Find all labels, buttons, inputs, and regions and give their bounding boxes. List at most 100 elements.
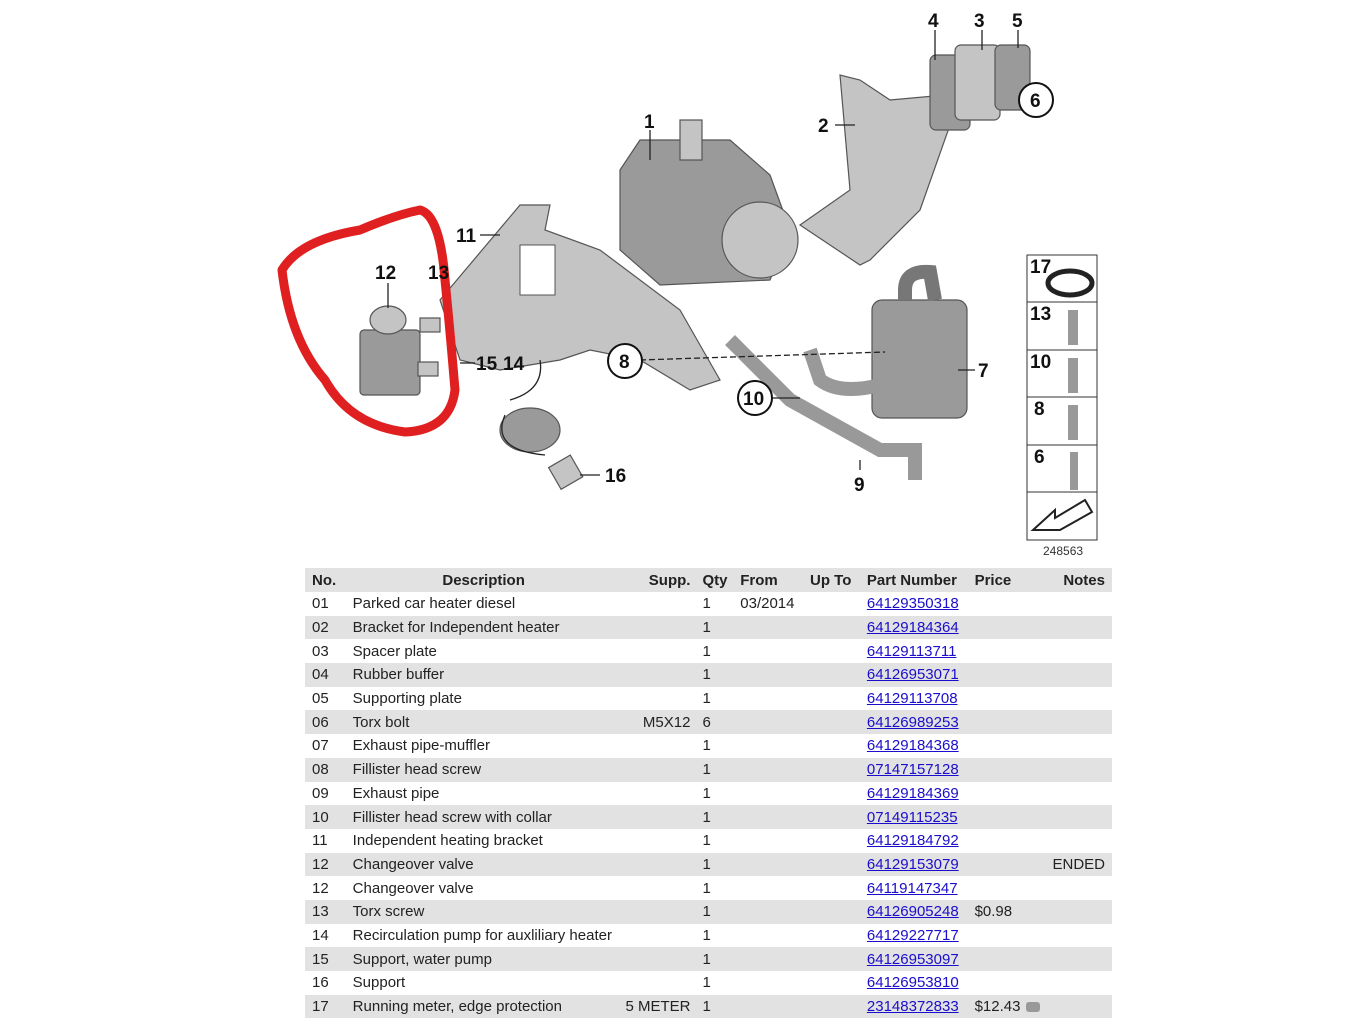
row-price bbox=[970, 615, 1049, 640]
part-number-link[interactable]: 64129184364 bbox=[866, 619, 959, 637]
part-number-link[interactable]: 64126953810 bbox=[866, 974, 959, 992]
row-supp bbox=[618, 663, 699, 687]
row-part-number: 23148372833 bbox=[862, 994, 971, 1019]
part-number-link[interactable]: 07149115235 bbox=[866, 808, 958, 826]
legend-17: 17 bbox=[1030, 257, 1051, 278]
row-upto bbox=[805, 805, 863, 829]
pump-cable bbox=[501, 359, 546, 456]
row-description: Changeover valve bbox=[348, 852, 619, 877]
highlight-circle bbox=[277, 205, 460, 437]
part-11-bracket bbox=[439, 204, 721, 391]
row-qty: 1 bbox=[702, 690, 711, 708]
part-14-pump bbox=[499, 407, 561, 453]
row-price bbox=[971, 734, 1049, 758]
part-number-link[interactable]: 64126989253 bbox=[866, 713, 959, 731]
callout-4: 4 bbox=[928, 11, 939, 32]
row-qty: 1 bbox=[698, 947, 737, 971]
row-from bbox=[736, 947, 806, 971]
row-price bbox=[970, 663, 1049, 687]
row-notes bbox=[1048, 899, 1112, 924]
row-no: 12 bbox=[312, 879, 329, 897]
row-upto bbox=[806, 592, 863, 616]
row-no: 14 bbox=[312, 926, 329, 944]
row-no: 16 bbox=[312, 974, 329, 992]
row-price bbox=[970, 852, 1049, 877]
part-number-link[interactable]: 64129227717 bbox=[866, 926, 959, 944]
part-number-link[interactable]: 64129153079 bbox=[866, 855, 959, 873]
row-notes bbox=[1048, 663, 1112, 687]
small-parts-legend: 17 13 10 8 6 248563 bbox=[1026, 254, 1098, 558]
arrow-icon bbox=[1030, 498, 1094, 531]
camera-icon[interactable] bbox=[1026, 1002, 1041, 1013]
row-supp: 5 METER bbox=[618, 994, 699, 1019]
part-number-link[interactable]: 64129184792 bbox=[866, 832, 959, 850]
row-from bbox=[736, 687, 806, 711]
part-number-link[interactable]: 64129350318 bbox=[866, 595, 959, 613]
edge-protection-icon bbox=[1045, 268, 1095, 298]
row-from bbox=[736, 639, 806, 663]
row-description: Torx bolt bbox=[348, 710, 619, 735]
row-part-number: 64126953810 bbox=[863, 971, 971, 995]
row-price bbox=[971, 639, 1049, 663]
row-upto bbox=[805, 757, 863, 782]
part-number-link[interactable]: 64119147347 bbox=[866, 879, 958, 897]
row-description: Changeover valve bbox=[352, 879, 474, 897]
row-notes: ENDED bbox=[1048, 852, 1112, 877]
row-upto bbox=[806, 924, 863, 948]
row-supp bbox=[619, 782, 699, 806]
row-price: $12.43 bbox=[970, 994, 1049, 1019]
part-07-muffler bbox=[871, 299, 968, 419]
row-description: Supporting plate bbox=[352, 690, 462, 708]
row-description: Torx screw bbox=[348, 899, 619, 924]
legend-8: 8 bbox=[1034, 399, 1045, 420]
col-qty: Qty bbox=[698, 568, 737, 592]
callout-1: 1 bbox=[644, 112, 655, 133]
row-qty: 1 bbox=[698, 994, 737, 1019]
part-number-link[interactable]: 64129184369 bbox=[866, 784, 959, 802]
part-number-link[interactable]: 23148372833 bbox=[866, 998, 959, 1016]
part-number-link[interactable]: 64129113708 bbox=[866, 690, 958, 708]
row-supp bbox=[618, 947, 699, 971]
row-part-number: 64126953097 bbox=[862, 947, 971, 971]
row-from bbox=[736, 663, 806, 687]
part-number-link[interactable]: 64126905248 bbox=[866, 903, 959, 921]
row-qty: 1 bbox=[698, 805, 737, 829]
row-notes bbox=[1048, 639, 1112, 663]
row-notes bbox=[1048, 592, 1112, 616]
row-notes bbox=[1048, 734, 1112, 758]
row-price bbox=[971, 876, 1049, 900]
callout-2: 2 bbox=[818, 116, 829, 137]
part-number-link[interactable]: 64126953071 bbox=[866, 666, 959, 684]
row-price bbox=[970, 805, 1049, 829]
part-number-link[interactable]: 64129113711 bbox=[866, 642, 957, 660]
row-qty: 1 bbox=[698, 852, 737, 877]
row-description: Running meter, edge protection bbox=[348, 994, 619, 1019]
row-price bbox=[971, 971, 1049, 995]
part-number-link[interactable]: 64129184368 bbox=[866, 737, 959, 755]
row-part-number: 64129153079 bbox=[862, 852, 971, 877]
row-from bbox=[736, 899, 806, 924]
parts-diagram: 1 2 3 4 5 6 7 8 9 10 11 12 13 14 16 15 1… bbox=[277, 11, 1098, 558]
row-from bbox=[736, 615, 806, 640]
row-price bbox=[970, 757, 1049, 782]
row-upto bbox=[805, 710, 863, 735]
row-from bbox=[736, 876, 806, 900]
row-no: 04 bbox=[305, 663, 349, 687]
part-number-link[interactable]: 64126953097 bbox=[866, 950, 959, 968]
row-part-number: 64129184364 bbox=[862, 615, 971, 640]
valve-port bbox=[419, 317, 441, 333]
part-number-link[interactable]: 07147157128 bbox=[866, 761, 959, 779]
col-upto: Up To bbox=[805, 568, 863, 592]
row-no: 12 bbox=[305, 852, 349, 877]
row-notes bbox=[1048, 710, 1112, 735]
row-notes bbox=[1048, 687, 1112, 711]
row-notes bbox=[1048, 615, 1112, 640]
row-upto bbox=[805, 852, 863, 877]
row-notes bbox=[1048, 805, 1112, 829]
